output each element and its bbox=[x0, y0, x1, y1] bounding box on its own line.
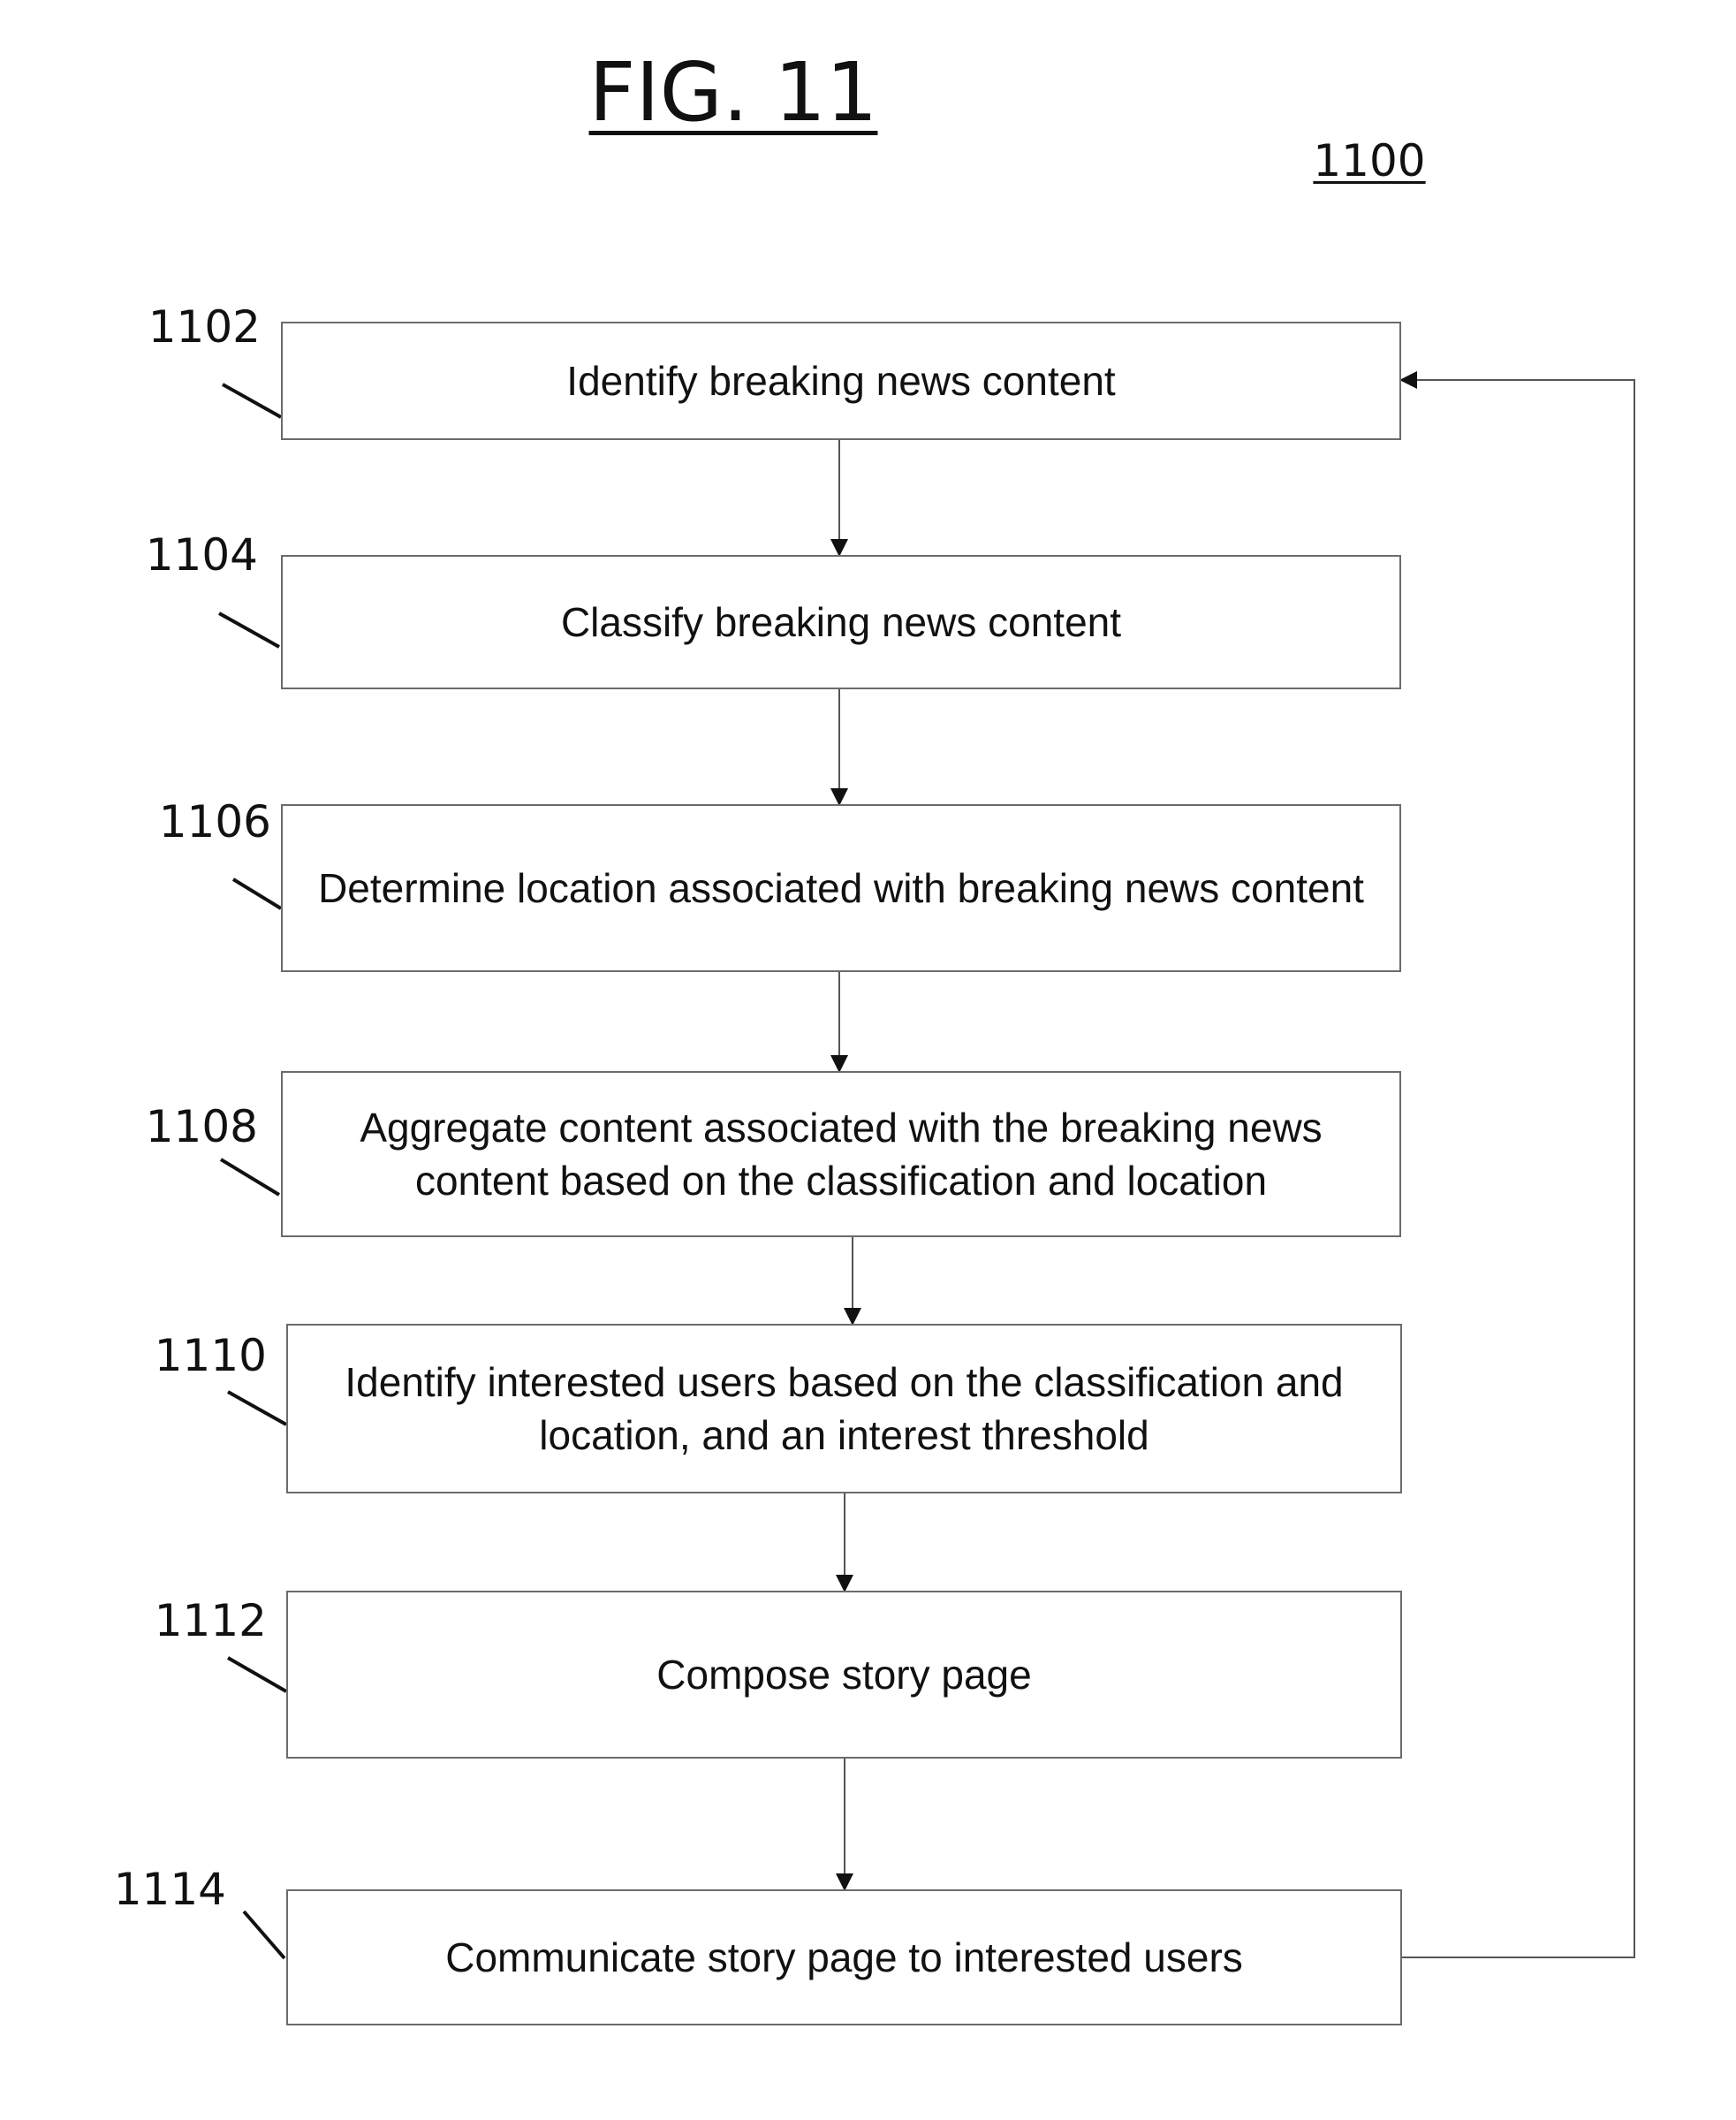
step-box-1114: Communicate story page to interested use… bbox=[286, 1889, 1402, 2025]
leader-line-1102 bbox=[223, 384, 281, 417]
step-text-1102: Identify breaking news content bbox=[566, 354, 1115, 407]
step-box-1106: Determine location associated with break… bbox=[281, 804, 1401, 972]
step-box-1104: Classify breaking news content bbox=[281, 555, 1401, 689]
step-number-1102: 1102 bbox=[128, 300, 261, 353]
step-text-1106: Determine location associated with break… bbox=[318, 862, 1364, 915]
step-text-1110: Identify interested users based on the c… bbox=[315, 1356, 1374, 1462]
step-text-1104: Classify breaking news content bbox=[561, 596, 1121, 649]
step-text-1108: Aggregate content associated with the br… bbox=[309, 1101, 1373, 1207]
leader-line-1104 bbox=[219, 613, 279, 647]
step-box-1108: Aggregate content associated with the br… bbox=[281, 1071, 1401, 1237]
leader-line-1108 bbox=[221, 1159, 279, 1195]
leader-line-1112 bbox=[228, 1658, 286, 1691]
step-number-1110: 1110 bbox=[134, 1329, 267, 1382]
step-box-1110: Identify interested users based on the c… bbox=[286, 1324, 1402, 1493]
feedback-loop-arrow bbox=[1401, 380, 1634, 1957]
step-number-1108: 1108 bbox=[125, 1100, 258, 1153]
leader-line-1106 bbox=[233, 879, 281, 908]
step-number-1112: 1112 bbox=[134, 1594, 267, 1647]
step-box-1102: Identify breaking news content bbox=[281, 322, 1401, 440]
leader-line-1114 bbox=[244, 1911, 284, 1958]
step-number-1114: 1114 bbox=[94, 1863, 226, 1916]
leader-line-1110 bbox=[228, 1392, 286, 1425]
step-text-1112: Compose story page bbox=[656, 1648, 1031, 1701]
step-text-1114: Communicate story page to interested use… bbox=[445, 1931, 1243, 1984]
step-box-1112: Compose story page bbox=[286, 1591, 1402, 1759]
step-number-1104: 1104 bbox=[125, 528, 258, 581]
step-number-1106: 1106 bbox=[139, 795, 271, 848]
